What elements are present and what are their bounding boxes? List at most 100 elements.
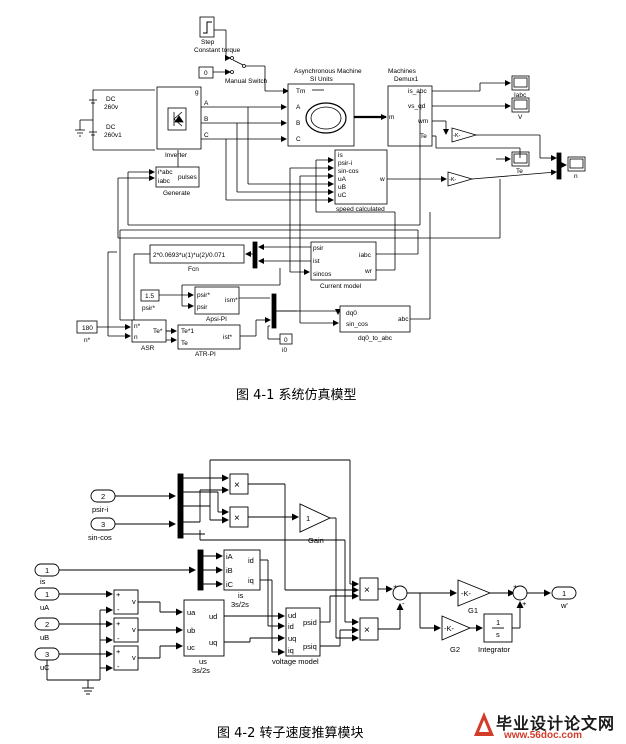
- vm-out-psid: psid: [303, 618, 317, 627]
- async-machine-block: [287, 83, 355, 147]
- gain-k-2: [447, 171, 474, 187]
- dq0-to-abc-block: [339, 305, 411, 333]
- mux-fcn: [252, 241, 258, 269]
- const-1-5: [140, 289, 160, 302]
- inport-ub-num: 2: [45, 620, 49, 629]
- cm-in-ist: ist: [313, 258, 320, 265]
- generate-block: [155, 166, 200, 188]
- atr-in-2: Te: [181, 340, 188, 347]
- asr-label: ASR: [141, 345, 155, 352]
- generate-in-2: iabc: [158, 178, 171, 185]
- step-label: Step: [201, 39, 215, 46]
- inverter-port-a: A: [204, 100, 209, 107]
- us32-in-ua: ua: [187, 608, 196, 617]
- product-1-sign: ×: [234, 480, 240, 491]
- watermark-text: 毕业设计论文网: [496, 714, 616, 733]
- inport-psir-i-num: 2: [101, 492, 105, 501]
- sub-uc-minus: -: [117, 662, 120, 671]
- motor-icon: [305, 102, 347, 134]
- g2-label: G2: [450, 645, 460, 654]
- ground-icon: [82, 687, 94, 695]
- apsi-in-1: psir*: [197, 292, 210, 299]
- speed-in-ub: uB: [338, 184, 346, 191]
- us32-out-ud: ud: [209, 612, 217, 621]
- subtract-uc: [113, 645, 139, 671]
- scope-v-label: V: [518, 114, 523, 121]
- manual-switch-label: Manual Switch: [225, 78, 268, 85]
- const-180-value: 180: [82, 325, 93, 332]
- us32-in-uc: uc: [187, 643, 195, 652]
- scope-n: [567, 156, 586, 172]
- current-model-label: Current model: [320, 283, 362, 290]
- machine-port-b: B: [296, 120, 300, 127]
- inverter-port-g: g: [195, 89, 199, 96]
- demux-port-te: Te: [420, 133, 427, 140]
- inport-uc-num: 3: [45, 650, 49, 659]
- inport-is-name: is: [40, 577, 46, 586]
- cm-in-sincos: sincos: [313, 271, 332, 278]
- speed-calculated-block: [334, 149, 388, 205]
- gain-k-1-label: -K-: [453, 133, 461, 139]
- i0-label: i0: [282, 347, 287, 354]
- const-zero-block: [198, 66, 214, 79]
- sub-ua-v: v: [132, 597, 136, 606]
- gain-g1: [457, 579, 492, 607]
- apsi-out: ism*: [225, 297, 238, 304]
- inport-ub-name: uB: [40, 633, 49, 642]
- scope-v: [511, 97, 530, 113]
- asr-in-1: n*: [134, 323, 141, 330]
- demux-port-vs-qd: vs_qd: [408, 103, 426, 110]
- is-3s2s-block: [223, 549, 261, 591]
- us32-label: us: [199, 657, 207, 666]
- vm-label: voltage model: [272, 657, 319, 666]
- sum-1-plus: +: [393, 582, 398, 591]
- is32-label: is: [238, 591, 244, 600]
- sub-ub-minus: -: [117, 634, 120, 643]
- integrator-den: s: [496, 630, 500, 639]
- speed-in-is: is: [338, 152, 343, 159]
- cm-out-wr: wr: [364, 268, 373, 275]
- atr-label: ATR-PI: [195, 351, 216, 358]
- scope-te: [511, 151, 530, 167]
- generate-out: pulses: [178, 174, 198, 181]
- us32-in-ub: ub: [187, 626, 195, 635]
- atr-in-1: Te*1: [181, 328, 194, 335]
- scope-te-label: Te: [516, 168, 523, 175]
- sub-uc-v: v: [132, 653, 136, 662]
- dc1-value: 260v: [104, 104, 119, 111]
- is32-label2: 3s/2s: [231, 600, 249, 609]
- is32-in-ia: iA: [226, 552, 233, 561]
- demux-m: m: [389, 114, 394, 121]
- dq0-out: abc: [398, 316, 409, 323]
- igbt-icon: [167, 107, 187, 131]
- machine-port-a: A: [296, 104, 301, 111]
- inport-sin-cos-num: 3: [101, 520, 105, 529]
- vm-in-ud: ud: [288, 611, 296, 620]
- apsi-pi-block: [194, 286, 240, 315]
- watermark-logo: [474, 712, 494, 736]
- us32-label2: 3s/2s: [192, 666, 210, 675]
- inverter-port-b: B: [204, 116, 208, 123]
- psir-star-label: psir*: [142, 305, 155, 312]
- cm-out-iabc: iabc: [359, 252, 372, 259]
- inport-is-num: 1: [45, 566, 49, 575]
- product-4-sign: ×: [364, 625, 370, 636]
- integrator-label: Integrator: [478, 645, 511, 654]
- asr-in-2: n: [134, 334, 138, 341]
- atr-out: ist*: [223, 334, 233, 341]
- dc-sources: [75, 89, 155, 151]
- demux-is: [197, 549, 204, 591]
- is32-out-id: id: [248, 556, 254, 565]
- generate-in-1: i*abc: [158, 169, 173, 176]
- sub-ua-plus: +: [116, 590, 121, 599]
- n-star-label: n*: [84, 337, 91, 344]
- dc1-label: DC: [106, 96, 116, 103]
- machines-demux-block: [387, 85, 433, 147]
- sub-ub-v: v: [132, 625, 136, 634]
- dc2-label: DC: [106, 124, 116, 131]
- is32-out-iq: iq: [248, 576, 254, 585]
- gain-value: 1: [306, 514, 310, 523]
- gain-label: Gain: [308, 536, 324, 545]
